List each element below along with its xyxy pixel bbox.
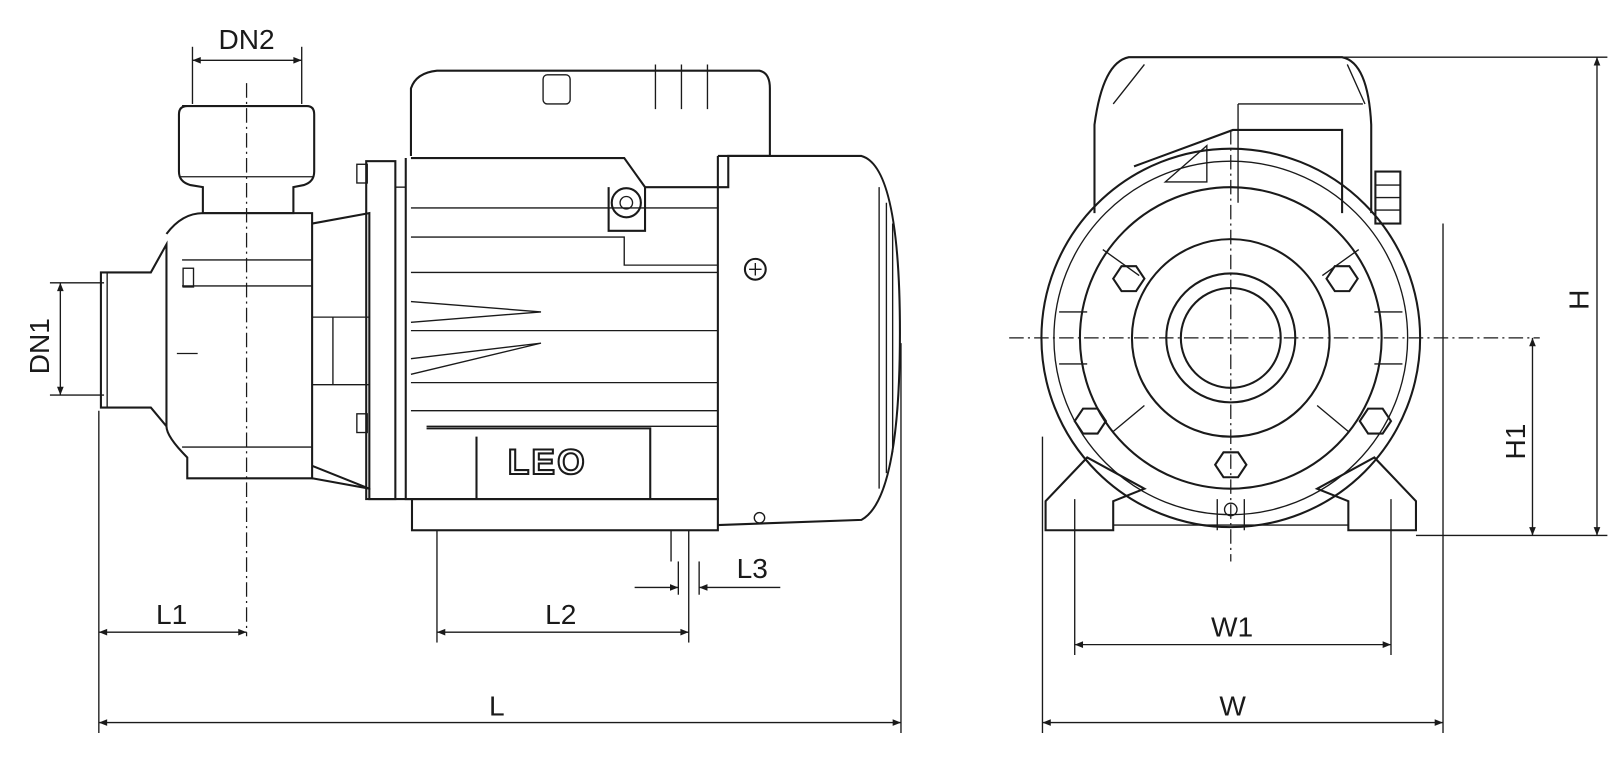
- hex-bolts: [1073, 265, 1393, 479]
- suction-nozzle: [99, 240, 168, 430]
- dim-label-w1: W1: [1211, 611, 1253, 642]
- terminal-box: [409, 64, 771, 232]
- pump-casing: [165, 211, 371, 490]
- dim-label-dn2: DN2: [218, 24, 274, 55]
- fan-cover: [717, 154, 901, 527]
- side-view: LEO: [99, 64, 901, 637]
- pump-feet: [1044, 456, 1418, 532]
- front-view-dimensions: W1 W H H1: [1041, 56, 1608, 734]
- dim-label-l1: L1: [156, 599, 187, 630]
- motor-flange: [356, 160, 407, 501]
- front-view: [1009, 56, 1540, 562]
- dim-label-h: H: [1564, 290, 1595, 310]
- side-view-dimensions: DN2 DN1 L1 L2 L3 L: [24, 24, 902, 734]
- terminal-box-front: [1093, 56, 1402, 225]
- dim-label-w: W: [1219, 690, 1246, 721]
- brand-logo: LEO: [508, 443, 587, 482]
- dim-label-dn1: DN1: [24, 318, 55, 374]
- dim-label-l2: L2: [545, 599, 576, 630]
- dim-label-l: L: [489, 690, 505, 721]
- dim-label-l3: L3: [737, 553, 768, 584]
- motor-base: [311, 464, 719, 562]
- motor-body: LEO: [404, 155, 719, 501]
- dim-label-h1: H1: [1500, 424, 1531, 460]
